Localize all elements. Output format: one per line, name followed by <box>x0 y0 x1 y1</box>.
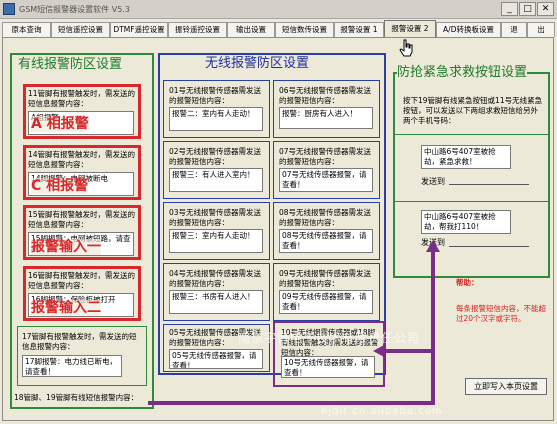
wireless-zone-08-input[interactable]: 08号无线传感器报警，请查看！ <box>279 229 373 253</box>
emergency-title: 防抢紧急求救按钮设置 <box>397 65 528 80</box>
maximize-button[interactable]: □ <box>519 2 536 16</box>
wired-zone-15-input[interactable]: 15脚报警：电网被短路，请查看！ <box>28 232 134 256</box>
arrow-head-up-icon <box>426 240 440 252</box>
wired-zone-15: 15管脚有报警触发时，需发送的短信息报警内容： 15脚报警：电网被短路，请查看！… <box>23 205 141 260</box>
wireless-zone-06-label: 06号无线报警传感器需发送的报警短信内容： <box>279 86 372 105</box>
emergency-group: 防抢紧急求救按钮设置 按下19管脚有线紧急按钮或11号无线紧急按钮，可以发送以下… <box>393 65 550 278</box>
arrow-line-horizontal <box>148 401 435 405</box>
wired-zone-16-label: 16管脚有报警触发时，需发送的短信息报警内容： <box>28 271 136 290</box>
wireless-zone-05: 05号无线报警传感器需发送的报警短信内容： 05号无线传感器报警，请查看！ <box>163 324 270 372</box>
wireless-zone-04: 04号无线报警传感器需发送的报警短信内容： 报警三：书房有人进入！ <box>163 263 270 321</box>
tab-alarm-settings-1[interactable]: 报警设置 1 <box>334 22 384 37</box>
arrow-line-vertical <box>431 249 435 405</box>
wireless-zone-10-label: 10号无线烟雾传感器或18脚有线报警触发时需发送的报警短信内容： <box>281 328 379 357</box>
wired-zone-11-input[interactable]: A相报警 <box>28 111 134 135</box>
help-label: 帮助： <box>456 278 479 287</box>
emergency-send-1-label: 发送到 <box>421 177 445 186</box>
minimize-button[interactable]: _ <box>501 2 518 16</box>
tab-exit-2[interactable]: 出 <box>527 22 555 37</box>
wired-zone-11: 11管脚有报警触发时，需发送的短信息报警内容： A相报警 A 相报警 <box>23 84 141 139</box>
tab-ad-converter[interactable]: A/D转换板设置 <box>436 22 501 37</box>
hand-pointer-icon <box>399 39 413 57</box>
wired-zone-14-input[interactable]: 14脚报警：电网被断电 <box>28 172 134 196</box>
tab-version-query[interactable]: 原本查询 <box>2 22 51 37</box>
arrow-line-zone10 <box>381 349 435 353</box>
wireless-zone-09-input[interactable]: 09号无线传感器报警，请查看！ <box>279 290 373 314</box>
app-icon <box>3 3 15 15</box>
wireless-zone-02-label: 02号无线报警传感器需发送的报警短信内容： <box>169 147 262 166</box>
emergency-description: 按下19管脚有线紧急按钮或11号无线紧急按钮，可以发送以下两组求救短信给另外两个… <box>403 96 543 125</box>
wired-zone-title: 有线报警防区设置 <box>18 57 123 72</box>
wired-zone-17-input[interactable]: 17脚报警：电力线已断电，请查看！ <box>22 355 122 377</box>
tab-bar: 原本查询 短信遥控设置 DTMF遥控设置 振铃遥控设置 输出设置 短信数传设置 … <box>2 20 555 38</box>
wired-zone-14-label: 14管脚有报警触发时，需发送的短信息报警内容： <box>28 150 136 169</box>
wireless-zone-05-label: 05号无线报警传感器需发送的报警短信内容： <box>169 328 262 347</box>
close-button[interactable]: ✕ <box>537 2 554 16</box>
wireless-zone-10-input[interactable]: 10号无线传感器报警，请查看！ <box>281 356 375 378</box>
tab-dtmf-remote[interactable]: DTMF遥控设置 <box>110 22 168 37</box>
wired-zone-group: 有线报警防区设置 11管脚有报警触发时，需发送的短信息报警内容： A相报警 A … <box>10 53 154 409</box>
emergency-message-2-input[interactable]: 中山路6号407室被抢劫，帮我打110！ <box>421 210 511 234</box>
arrow-head-left-icon <box>373 345 384 357</box>
tab-sms-data[interactable]: 短信数传设置 <box>275 22 334 37</box>
emergency-message-1-input[interactable]: 中山路6号407室被抢劫，紧急求救！ <box>421 145 511 169</box>
wired-zone-17: 17管脚有报警触发时，需发送的短信息报警内容： 17脚报警：电力线已断电，请查看… <box>17 326 147 386</box>
wireless-zone-04-label: 04号无线报警传感器需发送的报警短信内容： <box>169 269 262 288</box>
wireless-zone-06-input[interactable]: 报警：厨房有人进入！ <box>279 107 373 129</box>
tab-exit[interactable]: 退 <box>501 22 527 37</box>
watermark-url: hjqlt.cn.alibaba.com <box>321 406 443 417</box>
wired-zone-18-19-label: 18管脚、19管脚有线短信报警内容： <box>14 393 139 402</box>
emergency-send-2-phone[interactable] <box>449 246 529 247</box>
emergency-message-2: 中山路6号407室被抢劫，帮我打110！ 发送到 <box>395 202 548 276</box>
tab-alarm-settings-2[interactable]: 报警设置 2 <box>384 20 436 38</box>
wireless-zone-07-input[interactable]: 07号无线传感器报警，请查看！ <box>279 168 373 192</box>
wireless-zone-05-input[interactable]: 05号无线传感器报警，请查看！ <box>169 349 263 369</box>
wireless-zone-04-input[interactable]: 报警三：书房有人进入！ <box>169 290 263 314</box>
emergency-send-1-phone[interactable] <box>449 184 529 185</box>
wireless-zone-group: 无线报警防区设置 01号无线报警传感器需发送的报警短信内容： 报警二：室内有人走… <box>158 53 386 387</box>
wireless-zone-01: 01号无线报警传感器需发送的报警短信内容： 报警二：室内有人走动！ <box>163 80 270 138</box>
wireless-zone-01-input[interactable]: 报警二：室内有人走动！ <box>169 107 263 131</box>
wired-zone-11-label: 11管脚有报警触发时，需发送的短信息报警内容： <box>28 89 136 108</box>
wireless-zone-09: 09号无线报警传感器需发送的报警短信内容： 09号无线传感器报警，请查看！ <box>273 263 380 321</box>
window-title: GSM短信报警器设置软件 V5.3 <box>19 5 130 14</box>
wireless-zone-title: 无线报警防区设置 <box>205 56 310 71</box>
wireless-zone-02: 02号无线报警传感器需发送的报警短信内容： 报警三：有人进入室内！ <box>163 141 270 199</box>
wireless-zone-07: 07号无线报警传感器需发送的报警短信内容： 07号无线传感器报警，请查看！ <box>273 141 380 199</box>
wired-zone-16-input[interactable]: 16脚报警：保险柜被打开 <box>28 293 134 317</box>
tab-panel: 有线报警防区设置 11管脚有报警触发时，需发送的短信息报警内容： A相报警 A … <box>2 37 554 421</box>
wired-zone-17-label: 17管脚有报警触发时，需发送的短信息报警内容： <box>22 332 137 351</box>
wireless-zone-08: 08号无线报警传感器需发送的报警短信内容： 08号无线传感器报警，请查看！ <box>273 202 380 260</box>
wireless-zone-08-label: 08号无线报警传感器需发送的报警短信内容： <box>279 208 372 227</box>
emergency-message-1: 中山路6号407室被抢劫，紧急求救！ 发送到 <box>395 134 548 202</box>
wireless-zone-03-input[interactable]: 报警三：室内有人走动！ <box>169 229 263 253</box>
wired-zone-15-label: 15管脚有报警触发时，需发送的短信息报警内容： <box>28 210 136 229</box>
wireless-zone-10: 10号无线烟雾传感器或18脚有线报警触发时需发送的报警短信内容： 10号无线传感… <box>273 321 385 387</box>
wired-zone-16: 16管脚有报警触发时，需发送的短信息报警内容： 16脚报警：保险柜被打开 报警输… <box>23 266 141 321</box>
wireless-zone-06: 06号无线报警传感器需发送的报警短信内容： 报警：厨房有人进入！ <box>273 80 380 138</box>
wireless-zone-03-label: 03号无线报警传感器需发送的报警短信内容： <box>169 208 262 227</box>
wired-zone-14: 14管脚有报警触发时，需发送的短信息报警内容： 14脚报警：电网被断电 C 相报… <box>23 145 141 200</box>
tab-output-settings[interactable]: 输出设置 <box>227 22 275 37</box>
wireless-zone-07-label: 07号无线报警传感器需发送的报警短信内容： <box>279 147 372 166</box>
write-settings-button[interactable]: 立即写入本页设置 <box>465 378 547 395</box>
title-bar: GSM短信报警器设置软件 V5.3 _ □ ✕ <box>0 0 557 19</box>
wireless-zone-01-label: 01号无线报警传感器需发送的报警短信内容： <box>169 86 262 105</box>
wireless-zone-09-label: 09号无线报警传感器需发送的报警短信内容： <box>279 269 372 288</box>
wireless-zone-02-input[interactable]: 报警三：有人进入室内！ <box>169 168 263 192</box>
wireless-zone-03: 03号无线报警传感器需发送的报警短信内容： 报警三：室内有人走动！ <box>163 202 270 260</box>
tab-sms-remote[interactable]: 短信遥控设置 <box>51 22 110 37</box>
help-text: 每条报警短信内容，不能超过20个汉字或字符。 <box>456 304 546 323</box>
tab-ring-remote[interactable]: 振铃遥控设置 <box>168 22 227 37</box>
